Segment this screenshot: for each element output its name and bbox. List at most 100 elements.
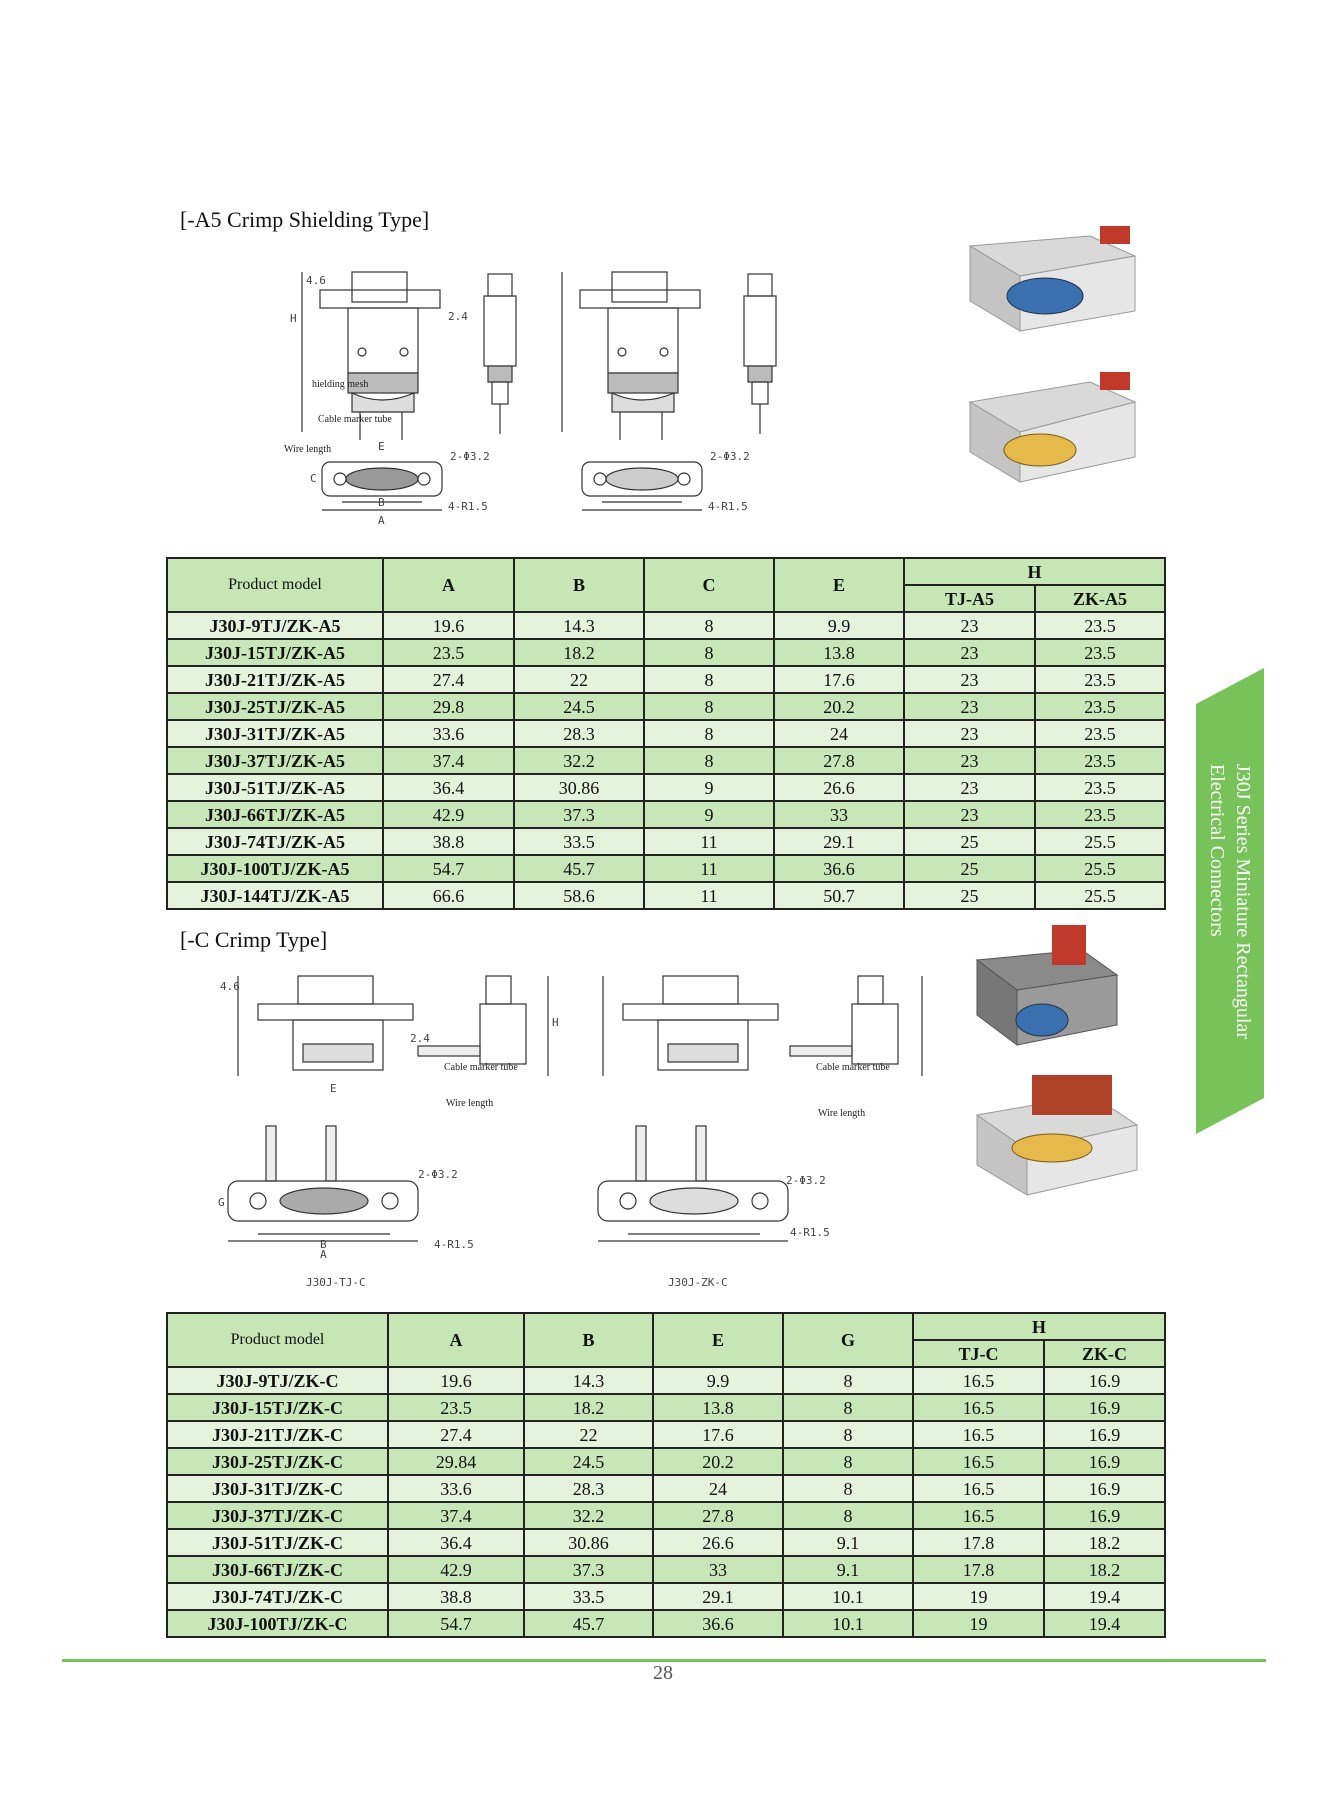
a5-value-cell: 23.5: [1033, 611, 1167, 640]
c-value-cell: 8: [782, 1501, 914, 1530]
a5-header-b: B: [513, 557, 645, 613]
a5-model-cell: J30J-31TJ/ZK-A5: [166, 719, 384, 748]
a5-value-cell: 23.5: [1033, 692, 1167, 721]
c-radius-note: 4-R1.5: [434, 1238, 474, 1251]
a5-value-cell: 30.86: [513, 773, 645, 802]
c-header-b: B: [523, 1312, 654, 1368]
a5-model-cell: J30J-74TJ/ZK-A5: [166, 827, 384, 856]
a5-value-cell: 36.6: [773, 854, 905, 883]
c-value-cell: 37.3: [523, 1555, 654, 1584]
a5-value-cell: 33: [773, 800, 905, 829]
a5-wire-length-label: Wire length: [284, 444, 331, 455]
a5-value-cell: 18.2: [513, 638, 645, 667]
a5-value-cell: 23: [903, 611, 1036, 640]
c-wire-length-label-2: Wire length: [818, 1108, 865, 1119]
c-value-cell: 20.2: [652, 1447, 784, 1476]
c-value-cell: 17.6: [652, 1420, 784, 1449]
a5-value-cell: 23.5: [1033, 665, 1167, 694]
c-value-cell: 14.3: [523, 1366, 654, 1395]
c-technical-drawing: Cable marker tube Wire length Cable mark…: [218, 966, 948, 1292]
a5-value-cell: 9: [643, 800, 775, 829]
c-value-cell: 45.7: [523, 1609, 654, 1638]
a5-value-cell: 29.8: [382, 692, 515, 721]
c-radius-note-2: 4-R1.5: [790, 1226, 830, 1239]
a5-header-h: H: [902, 557, 1167, 586]
c-value-cell: 17.8: [912, 1555, 1045, 1584]
a5-value-cell: 13.8: [773, 638, 905, 667]
a5-dim-b: B: [378, 496, 385, 509]
c-value-cell: 28.3: [523, 1474, 654, 1503]
a5-value-cell: 42.9: [382, 800, 515, 829]
a5-value-cell: 23: [903, 692, 1036, 721]
a5-value-cell: 8: [643, 611, 775, 640]
a5-model-cell: J30J-21TJ/ZK-A5: [166, 665, 384, 694]
a5-section-title: [-A5 Crimp Shielding Type]: [180, 207, 430, 232]
c-value-cell: 33.5: [523, 1582, 654, 1611]
a5-value-cell: 27.8: [773, 746, 905, 775]
c-dim-e: E: [330, 1082, 337, 1095]
a5-value-cell: 8: [643, 692, 775, 721]
c-value-cell: 19.4: [1042, 1582, 1167, 1611]
a5-spec-table: Product model A B C E H TJ-A5 ZK-A5 J30J…: [166, 557, 1167, 910]
c-value-cell: 16.9: [1042, 1501, 1167, 1530]
c-value-cell: 33: [652, 1555, 784, 1584]
c-value-cell: 27.8: [652, 1501, 784, 1530]
a5-value-cell: 8: [643, 665, 775, 694]
c-value-cell: 19: [912, 1609, 1045, 1638]
c-header-tj: TJ-C: [912, 1339, 1045, 1368]
c-caption-zk: J30J-ZK-C: [668, 1276, 728, 1289]
c-value-cell: 10.1: [782, 1609, 914, 1638]
a5-value-cell: 19.6: [382, 611, 515, 640]
c-value-cell: 19.4: [1042, 1609, 1167, 1638]
c-value-cell: 33.6: [387, 1474, 525, 1503]
a5-model-cell: J30J-9TJ/ZK-A5: [166, 611, 384, 640]
c-value-cell: 16.9: [1042, 1420, 1167, 1449]
c-value-cell: 24: [652, 1474, 784, 1503]
a5-value-cell: 36.4: [382, 773, 515, 802]
c-value-cell: 8: [782, 1393, 914, 1422]
a5-value-cell: 11: [643, 881, 775, 910]
a5-value-cell: 23.5: [1033, 800, 1167, 829]
a5-dim-e: E: [378, 440, 385, 453]
c-value-cell: 16.5: [912, 1501, 1045, 1530]
a5-radius-note-2: 4-R1.5: [708, 500, 748, 513]
c-value-cell: 8: [782, 1474, 914, 1503]
a5-header-product-model: Product model: [166, 557, 384, 613]
c-value-cell: 26.6: [652, 1528, 784, 1557]
a5-product-photo-male: [960, 362, 1145, 492]
a5-value-cell: 54.7: [382, 854, 515, 883]
c-dim-a: A: [320, 1248, 327, 1261]
a5-model-cell: J30J-51TJ/ZK-A5: [166, 773, 384, 802]
c-value-cell: 9.1: [782, 1528, 914, 1557]
a5-value-cell: 25: [903, 881, 1036, 910]
a5-header-zk: ZK-A5: [1033, 584, 1167, 613]
a5-value-cell: 23.5: [1033, 638, 1167, 667]
a5-value-cell: 23: [903, 719, 1036, 748]
a5-value-cell: 50.7: [773, 881, 905, 910]
a5-technical-drawing: hielding mesh Cable marker tube Wire len…: [282, 262, 862, 534]
a5-value-cell: 23: [903, 665, 1036, 694]
a5-value-cell: 33.5: [513, 827, 645, 856]
a5-value-cell: 14.3: [513, 611, 645, 640]
side-tab-line1: J30J Series Miniature Rectangular: [1232, 763, 1254, 1039]
c-model-cell: J30J-25TJ/ZK-C: [166, 1447, 389, 1476]
c-model-cell: J30J-100TJ/ZK-C: [166, 1609, 389, 1638]
c-value-cell: 16.5: [912, 1474, 1045, 1503]
a5-value-cell: 25: [903, 854, 1036, 883]
c-value-cell: 29.84: [387, 1447, 525, 1476]
a5-dim-a: A: [378, 514, 385, 527]
c-value-cell: 8: [782, 1420, 914, 1449]
c-value-cell: 13.8: [652, 1393, 784, 1422]
c-value-cell: 18.2: [1042, 1555, 1167, 1584]
c-value-cell: 18.2: [1042, 1528, 1167, 1557]
